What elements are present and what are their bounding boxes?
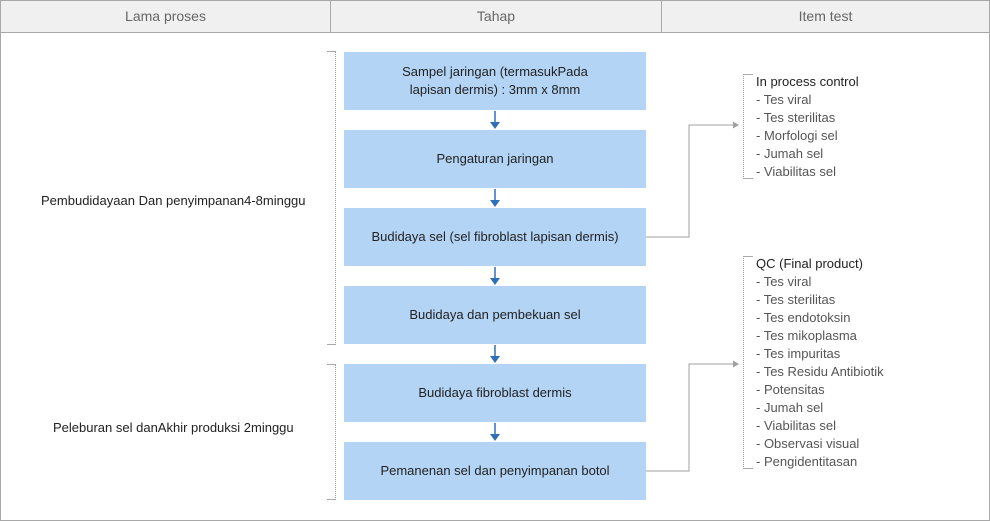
table-header: Lama proses Tahap Item test	[1, 1, 989, 33]
step-text-line: Budidaya sel (sel fibroblast lapisan der…	[371, 229, 619, 244]
header-divider	[661, 1, 662, 32]
step-fibroblast-culture: Budidaya fibroblast dermis	[344, 364, 646, 422]
stage-bracket-final-production	[327, 364, 336, 500]
list-item: - Viabilitas sel	[756, 164, 836, 179]
step-text-line: Budidaya dan pembekuan sel	[409, 307, 581, 322]
qc-final-product-list: QC (Final product) - Tes viral - Tes ste…	[756, 255, 884, 471]
list-item: - Jumah sel	[756, 400, 824, 415]
in-process-bracket	[743, 74, 753, 179]
header-tahap: Tahap	[476, 8, 516, 24]
qc-title: QC (Final product)	[756, 256, 863, 271]
list-item: - Tes endotoksin	[756, 310, 851, 325]
step-tissue-sample: Sampel jaringan (termasukPada lapisan de…	[344, 52, 646, 110]
connector-qc	[646, 363, 733, 472]
step-culture-freezing: Budidaya dan pembekuan sel	[344, 286, 646, 344]
list-item: - Pengidentitasan	[756, 454, 858, 469]
arrow-down-icon	[490, 423, 500, 441]
header-lama-proses: Lama proses	[125, 8, 206, 24]
qc-bracket	[743, 256, 753, 469]
list-item: - Tes impuritas	[756, 346, 841, 361]
step-text-line: Pemanenan sel dan penyimpanan botol	[380, 463, 610, 478]
step-cell-culture: Budidaya sel (sel fibroblast lapisan der…	[344, 208, 646, 266]
list-item: - Morfologi sel	[756, 128, 838, 143]
header-item-test: Item test	[798, 8, 853, 24]
stage-label-final-production: Peleburan sel danAkhir produksi 2minggu	[53, 420, 294, 435]
stage-bracket-cultivation	[327, 51, 336, 345]
arrow-right-icon	[733, 360, 739, 368]
list-item: - Tes Residu Antibiotik	[756, 364, 884, 379]
list-item: - Tes mikoplasma	[756, 328, 857, 343]
arrow-down-icon	[490, 189, 500, 207]
arrow-down-icon	[490, 267, 500, 285]
list-item: - Tes viral	[756, 274, 812, 289]
list-item: - Tes sterilitas	[756, 110, 836, 125]
list-item: - Viabilitas sel	[756, 418, 836, 433]
connector-in-process	[646, 124, 733, 238]
list-item: - Potensitas	[756, 382, 825, 397]
arrow-down-icon	[490, 111, 500, 129]
header-divider	[330, 1, 331, 32]
step-text-line: lapisan dermis) : 3mm x 8mm	[409, 82, 581, 97]
step-text-line: Sampel jaringan (termasukPada	[402, 64, 588, 79]
list-item: - Tes viral	[756, 92, 812, 107]
in-process-title: In process control	[756, 74, 859, 89]
step-harvest-bottling: Pemanenan sel dan penyimpanan botol	[344, 442, 646, 500]
list-item: - Observasi visual	[756, 436, 860, 451]
list-item: - Jumah sel	[756, 146, 824, 161]
step-text-line: Budidaya fibroblast dermis	[418, 385, 572, 400]
step-tissue-preparation: Pengaturan jaringan	[344, 130, 646, 188]
stage-label-cultivation: Pembudidayaan Dan penyimpanan4-8minggu	[41, 193, 306, 208]
arrow-down-icon	[490, 345, 500, 363]
in-process-control-list: In process control - Tes viral - Tes ste…	[756, 73, 859, 181]
arrow-right-icon	[733, 121, 739, 129]
step-text-line: Pengaturan jaringan	[436, 151, 554, 166]
list-item: - Tes sterilitas	[756, 292, 836, 307]
